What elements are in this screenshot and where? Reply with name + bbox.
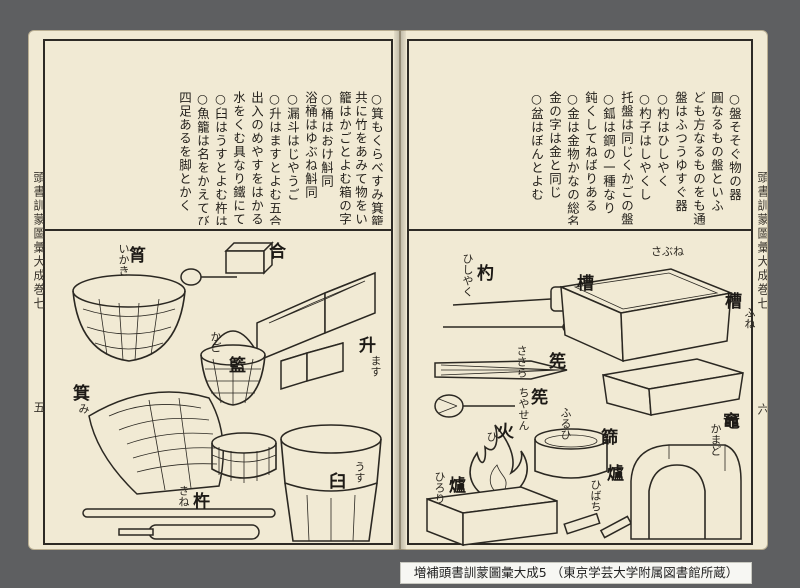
label-whisk: 筅 [549,352,566,372]
sieve-illustration [534,428,608,479]
label-furnace-kana: ひばち [589,479,602,512]
label-tub-side-kana: ふね [743,307,756,329]
right-text-col-5: ○杓はひしやく [655,91,669,188]
right-text-col-8: ○鈲は鋼の一種なり [601,91,615,215]
label-fire-kana: ひ [485,431,498,442]
chopsticks-illustration [563,512,633,539]
label-tub-kana: さぶね [651,245,684,258]
label-whisk-kana: ささら [515,345,528,378]
right-text-col-10: ○金は金物かなの総名 [565,91,579,225]
label-tub-side: 槽 [725,292,742,312]
label-tea-whisk: 筅 [531,388,548,408]
right-text-col-2: 圓なるもの盤といふ [709,91,723,213]
stove-illustration [630,444,742,540]
label-furnace: 爐 [607,464,624,484]
label-basket: 筲 [129,246,146,266]
left-text-col-7: ○升はますとよむ五合入十合入 [267,91,281,225]
tea-whisk-illustration [434,394,515,418]
label-pestle: 杵 [193,492,210,512]
label-mortar-kana: うす [353,461,366,483]
hand-basket-illustration [200,330,266,406]
right-text-col-9: 鈍くしてねばりある [583,91,597,213]
label-tub: 槽 [577,274,594,294]
left-text-col-8: 出入のめやすをはかる器 [249,91,263,225]
label-hand-basket-kana: かご [209,331,222,353]
left-page: 頭書訓蒙圖彙大成巻七 五 ○箕もくらべすみ箕籠筥筐 共に竹をあみて物をいるゝうつ… [28,30,400,550]
right-text-col-4: 盤はふつうゆすぐ器 [673,91,687,213]
left-page-frame [43,39,393,545]
right-text-col-11: 金の字は金と同じ [547,91,561,199]
left-folio: 五 [32,401,46,415]
left-text-col-3: 籠はかごとよむ箱の字をもかく [337,91,351,225]
mortar-illustration [280,424,382,542]
winnowing-basket-illustration [88,391,224,495]
right-text-col-7: 托盤は同じくかごの盤 [619,91,633,225]
label-hand-basket: 籃 [229,356,246,376]
label-basket-kana: いかき [117,243,130,276]
large-tub-illustration [558,268,734,363]
lidded-basket-illustration [211,432,277,483]
right-text-col-12: ○盆はぼんとよむ [529,91,543,202]
label-hearth-kana: ひろり [433,471,446,504]
label-sieve: 篩 [601,428,618,448]
round-basket-illustration [72,274,186,362]
left-text-col-4: ○桶はおけ斛同 [319,91,333,188]
pestle-illustration [82,508,276,540]
right-page-frame [407,39,753,545]
label-ladle-kana: ひしやく [461,253,474,297]
left-text-col-6: ○漏斗はじやうご [285,91,299,202]
right-page: 頭書訓蒙圖彙大成巻七 六 ○盤そそぐ物の器 圓なるもの盤といふ ども方なるものを… [400,30,768,550]
left-page-text-divider [43,229,393,231]
label-tea-whisk-kana: ちやせん [517,387,530,431]
label-sieve-kana: ふるひ [559,407,572,440]
left-text-col-9: 水をくむ具なり鐵にてつくる [231,91,245,225]
label-winnow: 箕 [73,384,90,404]
label-mortar: 臼 [329,472,346,492]
label-pestle-kana: きね [177,485,190,507]
small-lidded-box-illustration [224,241,274,275]
label-measure: 升 [359,336,376,356]
label-winnow-kana: み [77,403,90,414]
left-text-col-11: ○魚籠は名をかえてびくともいふ [195,91,209,225]
right-folio: 六 [756,403,768,417]
small-tub-illustration [602,358,744,417]
right-text-col-6: ○杓子はしやくし [637,91,651,202]
right-text-col-1: ○盤そそぐ物の器 [727,91,741,202]
brazier-illustration [426,486,558,547]
left-text-col-2: 共に竹をあみて物をいるゝうつは [353,91,367,225]
image-caption: 増補頭書訓蒙圖彙大成5 （東京学芸大学附属図書館所蔵） [400,562,752,584]
small-measure-box-illustration [280,342,344,391]
left-text-col-10: ○臼はうすとよむ杵はきね [213,91,227,225]
label-lidded-box: 合 [269,242,286,262]
right-running-title: 頭書訓蒙圖彙大成巻七 [756,171,768,311]
fire-illustration [469,424,528,502]
left-text-col-5: 浴桶はゆぶね斛同 [303,91,317,199]
label-measure-kana: ます [369,355,382,377]
book-gutter [394,30,406,550]
label-stove-kana: かまど [709,423,722,456]
left-text-col-12: 四足あるを脚とかく [177,91,191,213]
label-ladle: 杓 [477,264,494,284]
left-running-title: 頭書訓蒙圖彙大成巻七 [32,171,46,311]
label-fire: 火 [497,422,514,442]
label-hearth: 爐 [449,476,466,496]
label-stove: 竈 [723,412,740,432]
bamboo-brush-illustration [434,360,568,380]
right-page-text-divider [407,229,753,231]
ladle-small-illustration [180,268,237,286]
book-spread: 頭書訓蒙圖彙大成巻七 五 ○箕もくらべすみ箕籠筥筐 共に竹をあみて物をいるゝうつ… [28,30,768,550]
right-text-col-3: ども方なるものをも通じていふ [691,91,705,225]
left-text-col-1: ○箕もくらべすみ箕籠筥筐 [369,91,383,225]
